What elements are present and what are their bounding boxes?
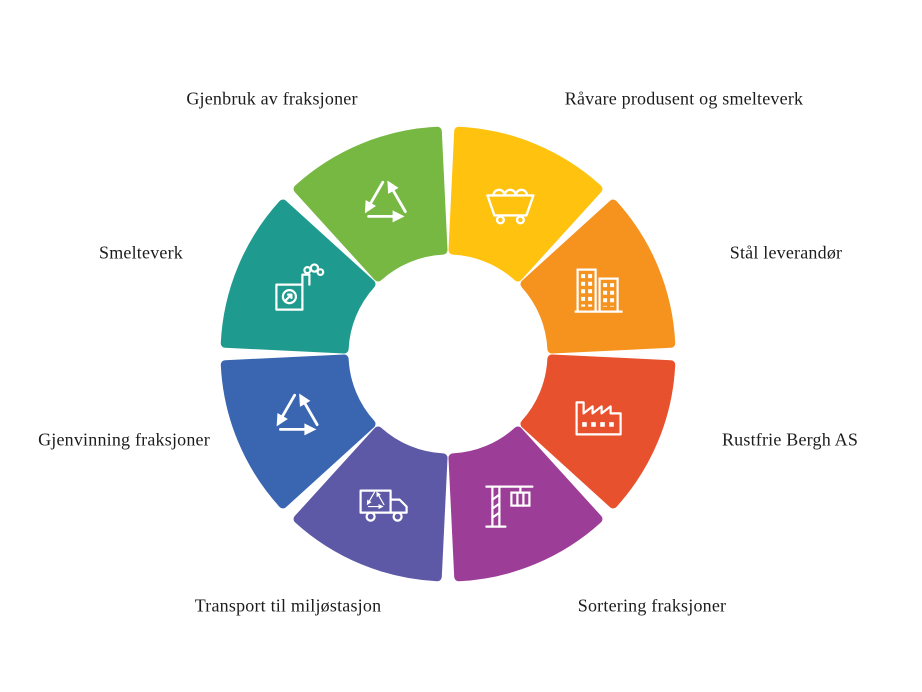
label-stal-leverandor: Stål leverandør	[729, 242, 843, 263]
label-sortering-fraksjoner: Sortering fraksjoner	[577, 595, 727, 616]
label-smelteverk: Smelteverk	[99, 242, 183, 263]
segment-wedge-6	[220, 199, 376, 354]
label-gjenbruk-av-fraksjoner: Gjenbruk av fraksjoner	[186, 88, 358, 109]
label-transport-til-miljostasjon: Transport til miljøstasjon	[194, 595, 382, 616]
segment-wedge-0	[448, 126, 603, 282]
segment-wedge-1	[520, 199, 676, 354]
segment-wedge-3	[448, 426, 603, 582]
segment-ring	[220, 126, 676, 582]
label-rustfrie-bergh-as: Rustfrie Bergh AS	[721, 429, 859, 450]
segment-wedge-5	[220, 354, 376, 509]
segment-wedge-4	[293, 426, 448, 582]
label-ravare-produsent-og-smelteverk: Råvare produsent og smelteverk	[564, 88, 804, 109]
label-gjenvinning-fraksjoner: Gjenvinning fraksjoner	[38, 429, 210, 450]
segment-wedge-2	[520, 354, 676, 509]
